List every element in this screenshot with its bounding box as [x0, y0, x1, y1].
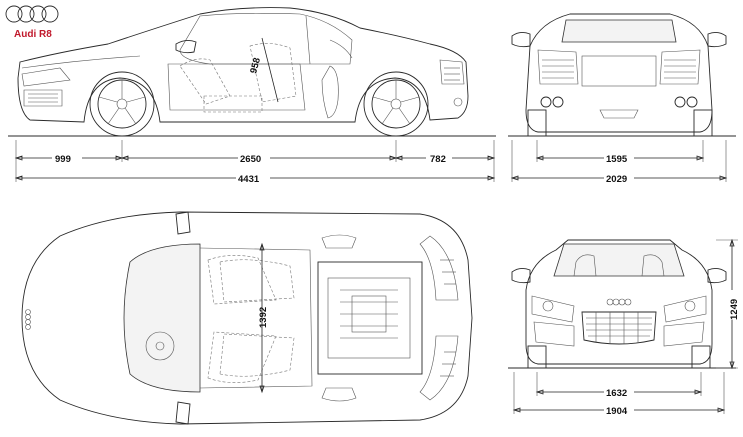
top-view: 1392 [21, 211, 473, 425]
seat-dimension-label: 958 [248, 57, 263, 75]
rear-overhang-label: 782 [430, 154, 446, 165]
door-outline [167, 63, 306, 111]
side-blade [321, 65, 339, 119]
side-view: 958 999 2650 782 4431 [8, 7, 496, 185]
front-body-outline [525, 239, 713, 365]
rear-wheel [363, 71, 429, 137]
top-windshield [123, 243, 201, 393]
rear-window [561, 19, 677, 43]
model-name: Audi R8 [14, 29, 52, 40]
front-logo [606, 298, 632, 306]
overall-width-label: 1904 [606, 406, 628, 417]
front-view: 1632 1904 1249 [508, 238, 740, 417]
engine-bay [317, 261, 423, 375]
width-with-mirrors-label: 2029 [606, 174, 627, 185]
height-label: 1249 [729, 299, 740, 320]
top-mirror-upper [175, 211, 191, 235]
top-front-logo [25, 309, 31, 330]
front-track-label: 1632 [606, 388, 627, 399]
side-body-outline [17, 7, 469, 123]
front-windshield [553, 243, 685, 277]
front-grille [581, 311, 657, 345]
rear-view: 1595 2029 [508, 13, 736, 185]
cabin-width-label: 1392 [258, 307, 269, 328]
top-mirror-lower [175, 401, 191, 425]
headlight-side [21, 67, 71, 87]
side-window [179, 13, 353, 65]
wheelbase-label: 2650 [240, 154, 261, 165]
overall-length-label: 4431 [238, 174, 260, 185]
front-wheel [89, 71, 155, 137]
front-overhang-label: 999 [55, 154, 71, 165]
audi-rings-logo [5, 5, 59, 23]
rear-track-label: 1595 [606, 154, 628, 165]
seat-dimension-line [261, 37, 279, 103]
side-mirror [175, 39, 197, 54]
top-body-outline [21, 211, 473, 425]
